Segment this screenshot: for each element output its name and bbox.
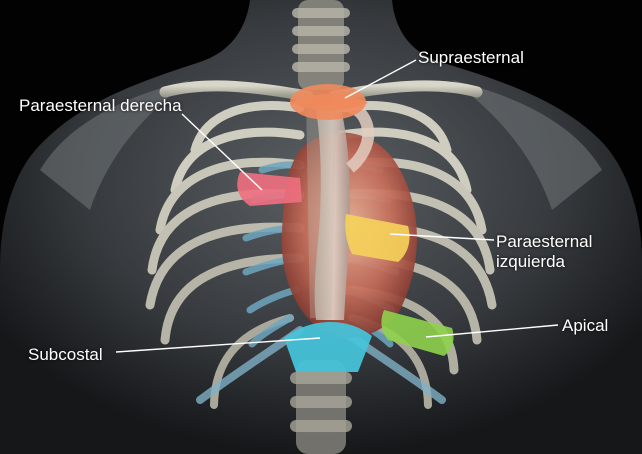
label-paraesternal-izquierda-line1: Paraesternal	[496, 232, 592, 252]
label-supraesternal: Supraesternal	[418, 48, 524, 68]
lumbar-vertebrae	[290, 372, 352, 432]
label-paraesternal-izquierda-line2: izquierda	[496, 252, 592, 272]
label-paraesternal-izquierda: Paraesternal izquierda	[496, 232, 592, 272]
label-paraesternal-derecha: Paraesternal derecha	[19, 96, 182, 116]
window-supraesternal-body	[290, 84, 366, 120]
sternum	[306, 98, 336, 318]
label-subcostal: Subcostal	[28, 345, 103, 365]
label-apical: Apical	[562, 316, 608, 336]
